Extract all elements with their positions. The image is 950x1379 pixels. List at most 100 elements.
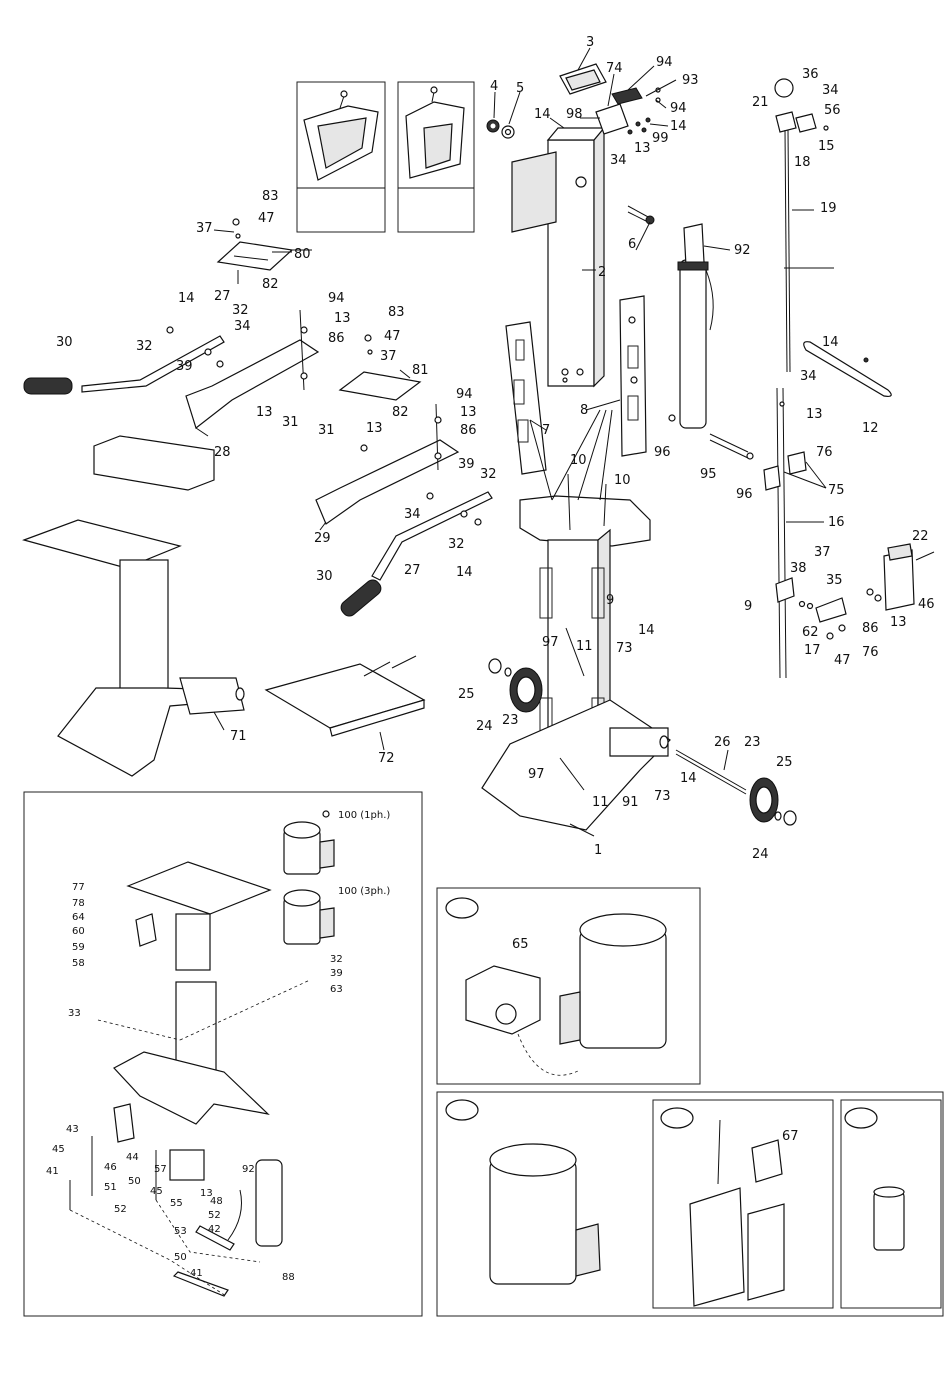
part-label: 98 [566,107,583,122]
part-label: 86 [862,621,879,636]
part-label: 45 [52,1144,65,1155]
part-label: 50 [174,1252,187,1263]
part-label: 29 [314,531,331,546]
part-label: 48 [210,1196,223,1207]
part-label: 46 [918,597,935,612]
part-label: 13 [890,615,907,630]
main-part-labels: 3 4 5 14 98 74 94 93 94 14 99 13 34 6 2 … [56,35,935,862]
part-label: 11 [592,795,609,810]
arm-bracket-28 [185,309,320,430]
part-label: 34 [822,83,839,98]
part-label: 86 [328,331,345,346]
part-label: 77 [72,882,85,893]
control-valve [775,543,935,640]
part-label: 67 [782,1129,799,1144]
part-label: 11 [576,639,593,654]
bolt-6 [627,205,655,225]
bolts-10 [567,473,607,531]
part-label: 39 [176,359,193,374]
part-label: 100 (3ph.) [338,886,390,897]
part-label: 41 [190,1268,203,1279]
part-label: 13 [334,311,351,326]
part-label: 39 [458,457,475,472]
part-label: 10 [614,473,631,488]
part-label: 52 [208,1210,221,1221]
part-label: 25 [776,755,793,770]
wedge-blade [511,151,557,233]
part-label: 36 [802,67,819,82]
guide-rail-7 [505,321,547,475]
lever-plate-12 [803,341,892,397]
part-label: 26 [714,735,731,750]
top-bracket-assembly [595,87,661,135]
part-label: 31 [282,415,299,430]
part-label: 42 [208,1224,221,1235]
part-label: 80 [294,247,311,262]
part-label: 2 [598,265,606,280]
part-label: 56 [824,103,841,118]
part-label: 39 [330,968,343,979]
part-label: 97 [542,635,559,650]
part-label: 14 [638,623,655,638]
part-label: 86 [460,423,477,438]
part-label: 94 [328,291,345,306]
switch-65-panel [436,887,701,1085]
table-72 [264,655,426,737]
part-label: 62 [802,625,819,640]
hydraulic-cylinder [668,223,754,460]
nut-and-washer [486,119,515,139]
control-rod-16 [763,387,807,679]
part-label: 44 [126,1152,139,1163]
part-label: 92 [734,243,751,258]
inset-base-plate [113,861,272,1125]
stand-71 [22,435,245,777]
part-label: 92 [242,1164,255,1175]
part-label: 74 [606,61,623,76]
part-label: 38 [790,561,807,576]
part-label: 31 [318,423,335,438]
motor-large-b [489,1143,601,1285]
part-label: 96 [736,487,753,502]
part-label: 27 [404,563,421,578]
part-label: 99 [652,131,669,146]
part-label: 24 [752,847,769,862]
wedge-plate-81 [338,334,422,401]
part-label: 13 [200,1188,213,1199]
part-label: 10 [570,453,587,468]
part-label: 47 [258,211,275,226]
inset-pump [113,1103,205,1181]
part-label: 59 [72,942,85,953]
part-label: 14 [670,119,687,134]
wedge-plate-80 [216,218,294,284]
part-label: 27 [214,289,231,304]
box-part-labels: 65 67 [512,937,799,1144]
leader-lines [195,47,834,837]
part-label: 58 [72,958,85,969]
part-label: 22 [912,529,929,544]
part-label: 5 [516,81,524,96]
wheel-left [488,658,543,713]
part-label: 14 [178,291,195,306]
part-label: 19 [820,201,837,216]
part-label: 94 [456,387,473,402]
part-label: 13 [460,405,477,420]
part-label: 75 [828,483,845,498]
wedge-type-a-illustration [303,90,379,181]
part-label: 18 [794,155,811,170]
part-label: 53 [174,1226,187,1237]
motor-3ph [283,889,335,945]
capacitor [873,1186,905,1251]
part-label: 14 [680,771,697,786]
part-label: 14 [822,335,839,350]
part-label: 95 [700,467,717,482]
part-label: 64 [72,912,85,923]
top-cap-plate [559,63,607,95]
part-label: 57 [154,1164,167,1175]
part-label: 28 [214,445,231,460]
part-label: 76 [862,645,879,660]
part-label: 45 [150,1186,163,1197]
part-label: 32 [330,954,343,965]
part-label: 9 [606,593,614,608]
part-label: 32 [136,339,153,354]
part-label: 71 [230,729,247,744]
